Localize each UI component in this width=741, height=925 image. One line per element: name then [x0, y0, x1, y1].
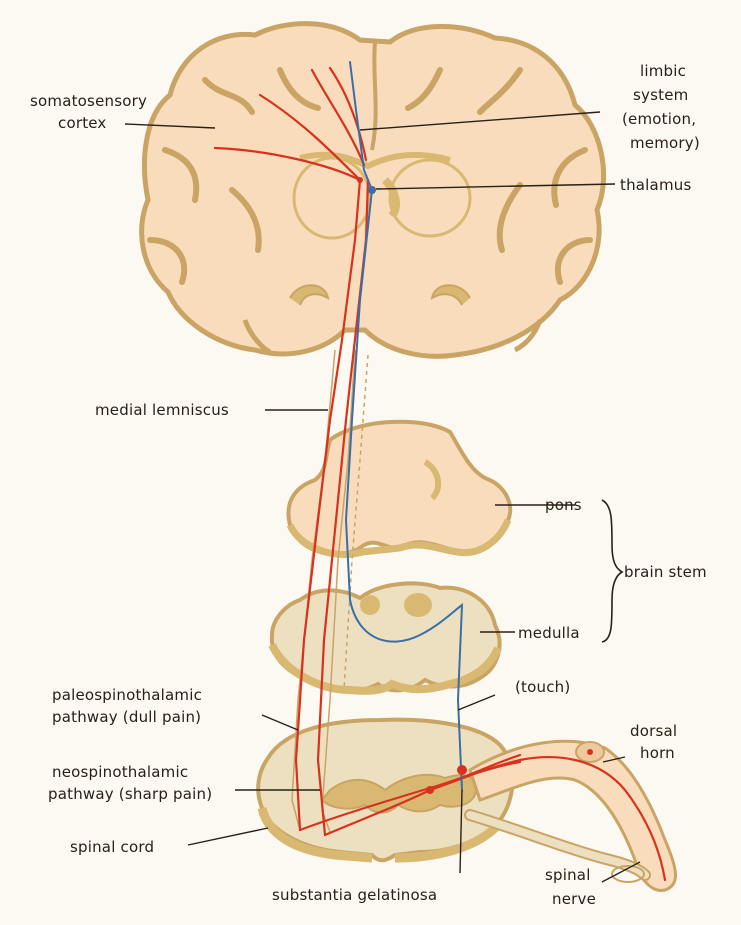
- label-substantia-gelatinosa: substantia gelatinosa: [272, 886, 437, 904]
- label-neospinothalamic-2: pathway (sharp pain): [48, 785, 212, 803]
- brain-stem-bracket: [602, 500, 622, 642]
- label-limbic-2: system: [633, 86, 688, 104]
- label-somatosensory-cortex-2: cortex: [58, 114, 107, 132]
- label-limbic-4: memory): [630, 134, 700, 152]
- label-thalamus: thalamus: [620, 176, 691, 194]
- label-medial-lemniscus: medial lemniscus: [95, 401, 229, 419]
- medulla-section: [272, 583, 500, 690]
- label-dorsal-horn-2: horn: [640, 744, 675, 762]
- label-medulla: medulla: [518, 624, 580, 642]
- label-neospinothalamic-1: neospinothalamic: [52, 763, 188, 781]
- label-touch: (touch): [515, 678, 570, 696]
- label-spinal-nerve-2: nerve: [552, 890, 596, 908]
- label-paleospinothalamic-2: pathway (dull pain): [52, 708, 201, 726]
- label-spinal-cord: spinal cord: [70, 838, 154, 856]
- label-spinal-nerve-1: spinal: [545, 866, 591, 884]
- label-paleospinothalamic-1: paleospinothalamic: [52, 686, 202, 704]
- label-dorsal-horn-1: dorsal: [630, 722, 677, 740]
- label-pons: pons: [545, 496, 582, 514]
- label-limbic-1: limbic: [640, 62, 686, 80]
- label-limbic-3: (emotion,: [622, 110, 696, 128]
- label-brain-stem: brain stem: [624, 563, 707, 581]
- label-somatosensory-cortex-1: somatosensory: [30, 92, 147, 110]
